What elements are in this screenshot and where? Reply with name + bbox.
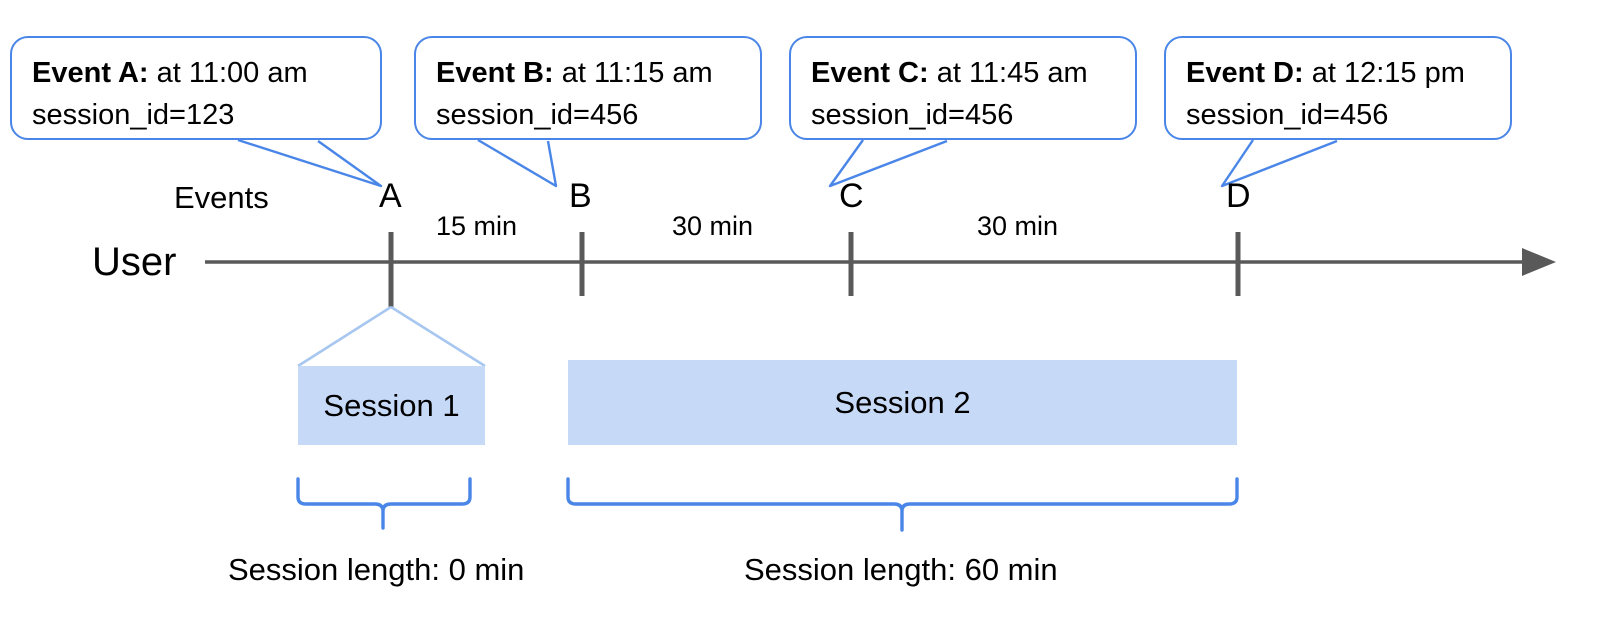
session-bar-1-label: Session 1 <box>323 387 460 423</box>
callout-d-line-2: session_id=456 <box>1186 99 1389 131</box>
callout-event-d[interactable]: Event D: at 12:15 pm session_id=456 <box>1164 36 1512 140</box>
callout-c-line-1: Event C: at 11:45 am <box>811 52 1117 94</box>
callout-event-c[interactable]: Event C: at 11:45 am session_id=456 <box>789 36 1137 140</box>
marker-label-c: C <box>839 177 864 215</box>
interval-label-b-c: 30 min <box>672 211 754 241</box>
callout-a-line-2: session_id=123 <box>32 99 235 131</box>
callout-d-time: at 12:15 pm <box>1303 57 1465 89</box>
callout-c-line-2: session_id=456 <box>811 99 1014 131</box>
callout-b-title: Event B: <box>436 57 554 89</box>
callout-event-a[interactable]: Event A: at 11:00 am session_id=123 <box>10 36 382 140</box>
session-1-leader-lines <box>297 305 486 368</box>
callout-a-title: Event A: <box>32 57 149 89</box>
callout-c-title: Event C: <box>811 57 929 89</box>
callout-tail-a <box>237 138 383 188</box>
marker-label-a: A <box>379 177 402 215</box>
callout-c-time: at 11:45 am <box>928 57 1088 89</box>
marker-label-d: D <box>1226 177 1251 215</box>
callout-tail-d <box>1220 139 1338 188</box>
session-1-length-label: Session length: 0 min <box>228 552 525 587</box>
interval-label-a-b: 15 min <box>436 211 518 241</box>
callout-a-line-1: Event A: at 11:00 am <box>32 52 362 94</box>
session-2-brace <box>566 477 1239 532</box>
row-label-events: Events <box>174 180 269 215</box>
callout-event-b[interactable]: Event B: at 11:15 am session_id=456 <box>414 36 762 140</box>
interval-label-c-d: 30 min <box>977 211 1059 241</box>
session-bar-2[interactable]: Session 2 <box>568 360 1237 445</box>
callout-tail-c <box>828 139 948 188</box>
timeline-arrowhead <box>1522 248 1556 276</box>
callout-tail-b <box>477 138 558 188</box>
marker-label-b: B <box>569 177 592 215</box>
callout-d-line-1: Event D: at 12:15 pm <box>1186 52 1492 94</box>
session-bar-2-label: Session 2 <box>834 384 971 420</box>
session-2-length-label: Session length: 60 min <box>744 552 1058 587</box>
callout-d-title: Event D: <box>1186 57 1304 89</box>
callout-a-time: at 11:00 am <box>148 57 308 89</box>
callout-b-line-1: Event B: at 11:15 am <box>436 52 742 94</box>
callout-b-time: at 11:15 am <box>553 57 713 89</box>
session-bar-1[interactable]: Session 1 <box>298 366 485 445</box>
session-1-brace <box>296 477 472 530</box>
row-label-user: User <box>92 240 177 284</box>
callout-b-line-2: session_id=456 <box>436 99 639 131</box>
